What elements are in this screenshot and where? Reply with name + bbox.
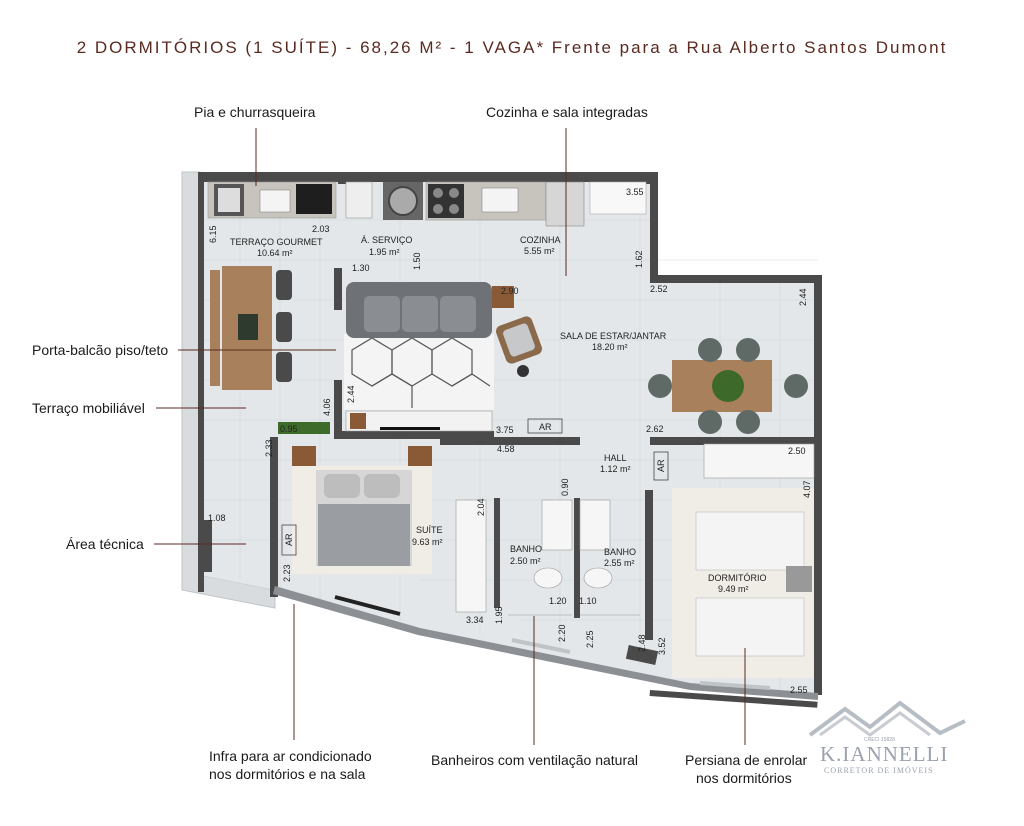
dim-120: 1.20 [549,596,567,606]
callout-persiana-line1: Persiana de enrolar [685,752,808,768]
window-bath [511,638,571,654]
room-terraco-area: 10.64 m² [257,248,293,258]
room-servico-name: Á. SERVIÇO [361,235,412,245]
sofa [346,282,492,338]
service-area [345,181,423,220]
suite-bed [292,446,432,574]
dim-458: 4.58 [497,444,515,454]
room-sala-area: 18.20 m² [592,342,628,352]
planter [278,422,330,434]
dim-615: 6.15 [208,225,218,243]
dim-375: 3.75 [496,425,514,435]
dim-110: 1.10 [579,596,597,606]
dim-248: 2.48 [637,634,647,652]
callout-cozinha: Cozinha e sala integradas [486,104,648,120]
dim-162: 1.62 [634,250,644,268]
dim-130: 1.30 [352,263,370,273]
tv-rack [345,410,493,432]
callout-pia: Pia e churrasqueira [194,104,316,120]
dim-150: 1.50 [412,252,422,270]
dim-252: 2.52 [650,284,668,294]
dim-352: 3.52 [657,637,667,655]
dim-204: 2.04 [476,498,486,516]
room-dorm-name: DORMITÓRIO [708,573,767,583]
dim-225: 2.25 [585,630,595,648]
dim-195: 1.95 [494,606,504,624]
callout-terraco: Terraço mobiliável [32,400,145,416]
dim-406: 4.06 [322,398,332,416]
dim-255: 2.55 [790,685,808,695]
logo-house-icon [808,700,966,737]
dim-095: 0.95 [280,424,298,434]
dorm-beds [672,488,814,678]
dim-334: 3.34 [466,615,484,625]
dim-090: 0.90 [560,478,570,496]
ar-box-dorm [653,451,669,481]
room-banho1-area: 2.50 m² [510,556,541,566]
terrace-counter [207,181,337,219]
dim-355: 3.55 [626,187,644,197]
room-suite-area: 9.63 m² [412,537,443,547]
room-sala-name: SALA DE ESTAR/JANTAR [560,331,667,341]
dim-233: 2.33 [264,439,274,457]
living-room-rug [344,334,494,410]
walls [198,172,822,708]
ar-label-suite: AR [284,533,294,546]
callout-infra-line1: Infra para ar condicionado [209,748,372,764]
side-table [492,286,514,308]
room-hall-name: HALL [604,453,627,463]
window-dorm [699,681,771,690]
logo-subtitle: CORRETOR DE IMÓVEIS [824,766,934,775]
dim-203: 2.03 [312,224,330,234]
room-banho1-name: BANHO [510,544,542,554]
room-suite-name: SUÍTE [416,525,443,535]
dim-220: 2.20 [557,624,567,642]
callout-infra-line2: nos dormitórios e na sala [209,766,366,782]
callout-porta: Porta-balcão piso/teto [32,342,169,358]
floor-lamp [517,365,529,377]
dim-250: 2.50 [788,446,806,456]
room-cozinha-name: COZINHA [520,235,561,245]
ar-box-suite [281,524,297,556]
dim-223: 2.23 [282,564,292,582]
dim-108: 1.08 [208,513,226,523]
callout-area-tecnica: Área técnica [66,536,144,552]
callout-leaders [154,128,746,745]
ar-box-sala [527,418,563,434]
dim-262: 2.62 [646,424,664,434]
room-hall-area: 1.12 m² [600,464,631,474]
ar-label-dorm: AR [656,459,666,472]
kitchen-counter [425,181,647,227]
armchair [495,316,543,364]
logo-name: K.IANNELLI [820,742,949,766]
callout-persiana-line2: nos dormitórios [696,770,792,786]
bathroom-fixtures [508,499,640,616]
hall-wardrobe [703,443,815,479]
dim-407: 4.07 [802,480,812,498]
room-terraco-name: TERRAÇO GOURMET [230,237,323,247]
dim-244-right: 2.44 [798,288,808,306]
terrace-dining-table [210,266,292,390]
page-title: 2 DORMITÓRIOS (1 SUÍTE) - 68,26 M² - 1 V… [76,38,948,57]
suite-wardrobe [455,499,487,613]
room-dorm-area: 9.49 m² [718,584,749,594]
window-suite [334,595,401,616]
dim-290: 2.90 [501,286,519,296]
callout-banheiros: Banheiros com ventilação natural [431,752,639,768]
logo-creci: CRECI 15828 [864,737,895,743]
dining-table [648,338,808,434]
room-banho2-name: BANHO [604,547,636,557]
ar-label-sala: AR [539,422,552,432]
room-cozinha-area: 5.55 m² [524,246,555,256]
room-banho2-area: 2.55 m² [604,558,635,568]
dim-244-left: 2.44 [346,385,356,403]
room-servico-area: 1.95 m² [369,247,400,257]
